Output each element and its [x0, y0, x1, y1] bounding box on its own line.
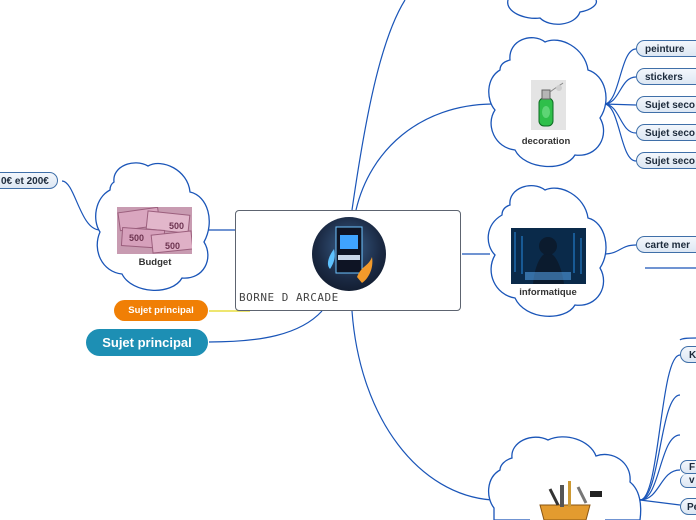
- decoration-item-peinture[interactable]: peinture: [636, 40, 696, 57]
- arcade-photo: [312, 217, 386, 291]
- tools-image: [530, 477, 605, 520]
- right-item-3[interactable]: v: [680, 474, 696, 488]
- decoration-item-sujet-2[interactable]: Sujet seco: [636, 124, 696, 141]
- svg-text:500: 500: [129, 233, 144, 243]
- central-topic[interactable]: BORNE D ARCADE: [235, 210, 461, 311]
- decoration-label[interactable]: decoration: [521, 136, 571, 147]
- hacker-image: [511, 228, 586, 284]
- decoration-item-sujet-3[interactable]: Sujet seco: [636, 152, 696, 169]
- svg-text:500: 500: [169, 221, 184, 231]
- budget-label[interactable]: Budget: [138, 257, 172, 268]
- right-item-4[interactable]: Pe: [680, 498, 696, 515]
- decoration-item-sujet-1[interactable]: Sujet seco: [636, 96, 696, 113]
- sujet-principal-orange[interactable]: Sujet principal: [114, 300, 208, 321]
- budget-amount[interactable]: 0€ et 200€: [0, 172, 58, 189]
- sujet-principal-blue[interactable]: Sujet principal: [86, 329, 208, 356]
- decoration-item-stickers[interactable]: stickers: [636, 68, 696, 85]
- right-item-2[interactable]: F: [680, 460, 696, 474]
- svg-text:500: 500: [165, 241, 180, 251]
- money-image: 500 500 500: [117, 207, 192, 254]
- right-item-1[interactable]: K: [680, 346, 696, 363]
- spray-can-image: [531, 80, 566, 130]
- informatique-item-carte-mere[interactable]: carte mer: [636, 236, 696, 253]
- central-title: BORNE D ARCADE: [239, 291, 339, 304]
- informatique-label[interactable]: informatique: [519, 287, 577, 298]
